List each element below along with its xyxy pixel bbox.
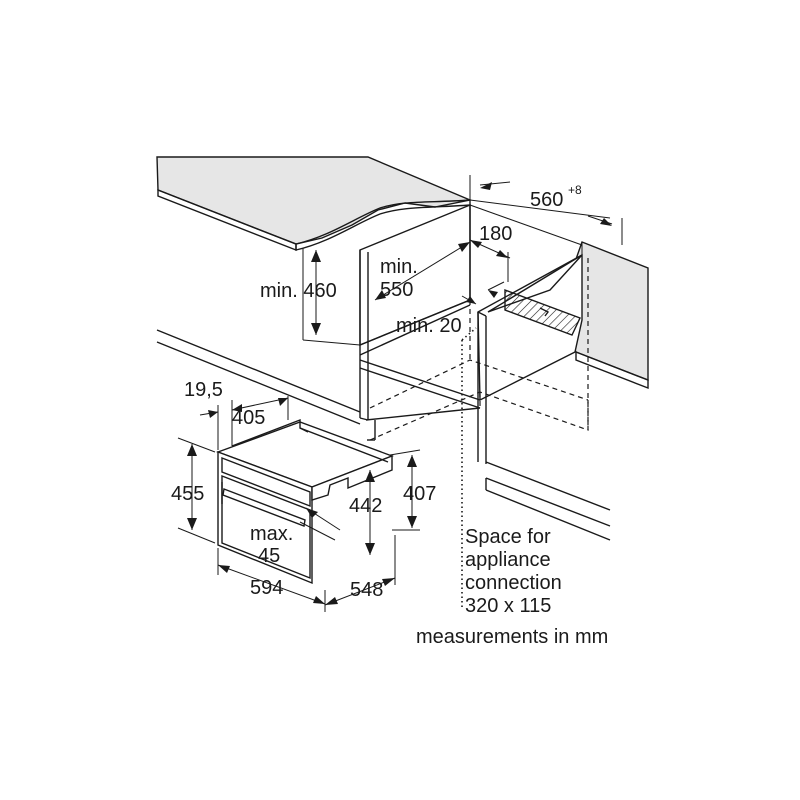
cabinet-left-panel	[359, 203, 471, 421]
dim-180-line	[469, 239, 511, 282]
vent-opening	[504, 288, 581, 336]
countertop-left	[156, 156, 473, 252]
note-connection-line1: Space for	[465, 526, 551, 548]
label-594: 594	[250, 577, 283, 599]
label-max: max.	[250, 523, 293, 545]
note-units: measurements in mm	[416, 626, 608, 648]
note-connection-line3: connection	[465, 572, 562, 594]
dim-594-line	[217, 548, 326, 612]
dim-548-line	[324, 535, 396, 606]
label-455: 455	[171, 483, 204, 505]
label-560: 560	[530, 189, 563, 211]
label-45: 45	[258, 545, 280, 567]
dim-min20-line	[461, 281, 505, 305]
label-548: 548	[350, 579, 383, 601]
label-442: 442	[349, 495, 382, 517]
label-min-550-line2: 550	[380, 279, 413, 301]
dim-19-405-lines	[199, 396, 289, 450]
label-407: 407	[403, 483, 436, 505]
label-19-5: 19,5	[184, 379, 223, 401]
connection-leader	[461, 327, 477, 610]
dim-min550-line	[374, 241, 471, 301]
appliance-outline-dashed	[369, 258, 589, 441]
label-min-460: min. 460	[260, 280, 337, 302]
label-180: 180	[479, 223, 512, 245]
back-wall-lines	[469, 199, 611, 320]
label-560-tolerance: +8	[568, 183, 582, 197]
dim-442-line	[365, 470, 375, 555]
dim-560-line	[469, 175, 623, 245]
appliance-body	[215, 418, 394, 585]
label-405: 405	[232, 407, 265, 429]
dim-min460-line	[302, 248, 361, 346]
note-connection-line2: appliance	[465, 549, 551, 571]
cabinet-right-panel	[477, 253, 583, 464]
niche-shelf	[359, 359, 481, 441]
floor-lines	[156, 329, 611, 541]
dim-407-line	[389, 449, 421, 531]
dim-max45-line	[299, 507, 341, 541]
label-min-550-line1: min.	[380, 256, 418, 278]
note-connection-line4: 320 x 115	[465, 595, 551, 617]
label-min-20: min. 20	[396, 315, 462, 337]
dim-455-line	[177, 437, 216, 544]
